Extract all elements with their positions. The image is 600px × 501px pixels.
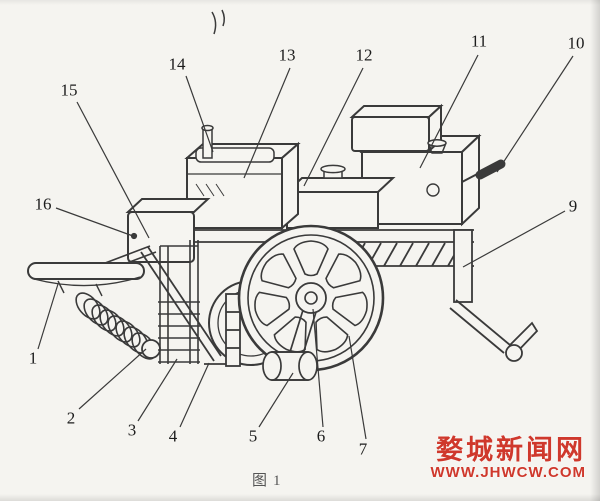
callout-label-3: 3: [127, 420, 137, 440]
ground-drum: [262, 309, 318, 381]
page-edge-right: [590, 0, 600, 501]
scan-artifacts: [211, 9, 226, 35]
callout-label-10: 10: [567, 33, 585, 53]
side-float-ski: [449, 299, 539, 362]
callout-label-5: 5: [248, 426, 258, 446]
callout-label-6: 6: [316, 426, 326, 446]
left-gear-box: [125, 198, 211, 263]
callout-label-2: 2: [66, 408, 76, 428]
top-box: [349, 103, 444, 154]
callout-label-13: 13: [278, 45, 296, 65]
chassis-frame: [190, 229, 474, 303]
watermark-site-name: 婺城新闻网: [436, 435, 586, 466]
steering-handle: [461, 159, 506, 183]
page-edge-top: [0, 0, 600, 5]
chain-case: [225, 293, 241, 367]
leader-lines: [37, 54, 574, 440]
callout-label-15: 15: [60, 80, 78, 100]
callout-label-11: 11: [470, 31, 488, 51]
seat-platform: [27, 262, 145, 297]
watermark: 婺城新闻网 WWW.JHWCW.COM: [431, 436, 586, 481]
callout-label-12: 12: [355, 45, 373, 65]
watermark-site-url: WWW.JHWCW.COM: [430, 463, 586, 481]
filler-cap: [320, 164, 346, 179]
callout-label-9: 9: [568, 196, 578, 216]
callout-label-7: 7: [358, 439, 368, 459]
callout-label-4: 4: [168, 426, 178, 446]
engine-box: [184, 141, 301, 231]
callout-label-1: 1: [28, 348, 38, 368]
spiral-roller: [75, 292, 161, 360]
figure-caption: 图1: [252, 473, 287, 489]
callout-label-16: 16: [34, 194, 52, 214]
fuel-tank: [284, 177, 396, 229]
exhaust-pipe: [201, 124, 214, 159]
drive-wheel: [237, 224, 385, 372]
page-edge-bottom: [0, 494, 600, 501]
callout-label-14: 14: [168, 54, 186, 74]
